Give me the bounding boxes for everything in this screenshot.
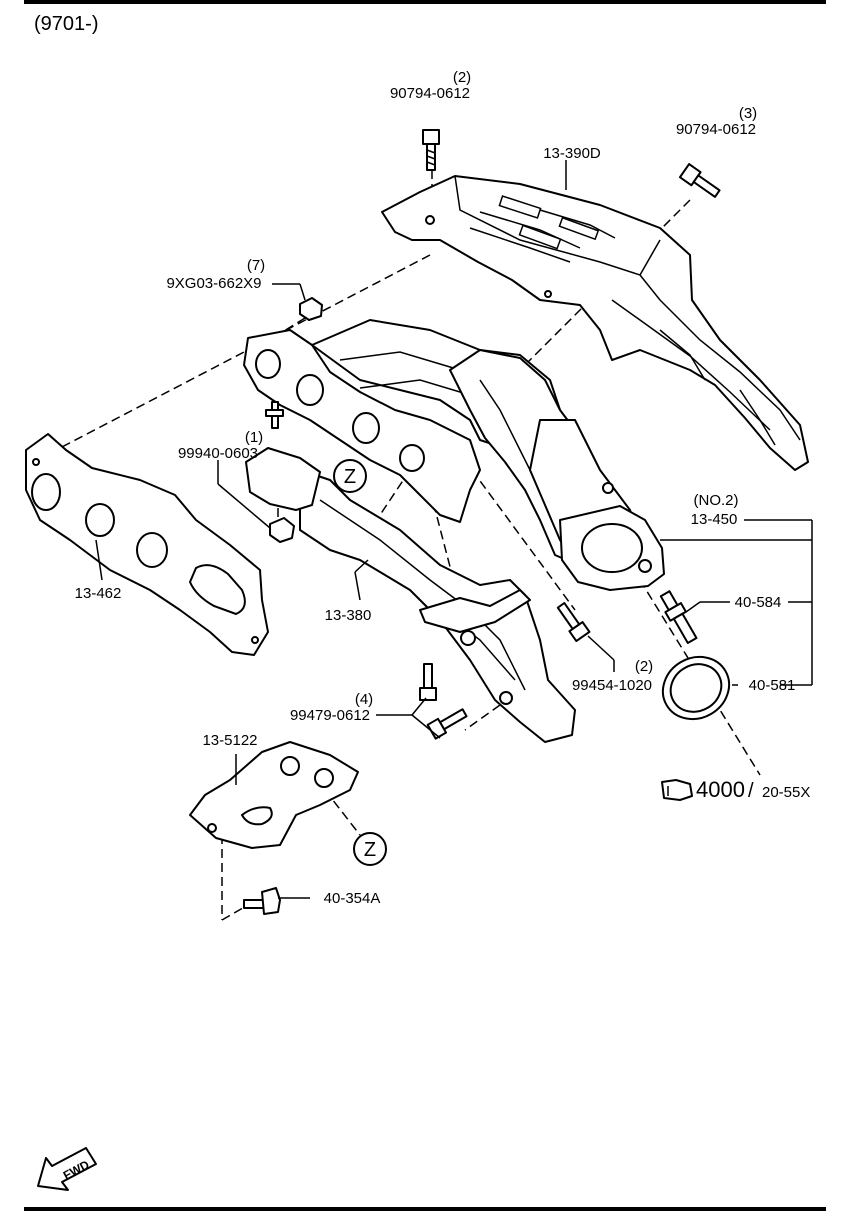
bolt-lower-qty: (2) [635,658,653,675]
o2-sensor-number: 40-584 [735,594,782,611]
manifold-gasket [25,433,269,656]
stud-qty: (1) [245,429,263,446]
gasket-number: 13-462 [75,585,122,602]
reference-code: 20-55X [762,784,810,801]
nut-icon [299,297,323,321]
lower-gasket-note: (NO.2) [694,492,739,509]
bolt-lower-icon [556,602,591,643]
bolt-right-qty: (3) [739,105,757,122]
exhaust-manifold [243,319,665,743]
leader-lines [95,160,813,899]
stud-icon [265,401,284,429]
lower-insulator-number: 13-5122 [202,732,257,749]
bolt-right-icon [678,163,721,198]
svg-text:Z: Z [364,839,376,861]
bolt-top-qty: (2) [453,69,471,86]
upper-heat-insulator [381,175,809,471]
reference-page: 4000 [696,777,745,802]
bolt-bottom-icon [243,887,281,915]
fwd-arrow-icon: FWD [37,1147,97,1191]
reference-slash: / [748,780,754,802]
o2-sensor-icon [659,590,698,644]
nut-number: 9XG03-662X9 [166,275,261,292]
bolt-bracket-number: 99479-0612 [290,707,370,724]
pointing-hand-icon [661,779,693,801]
bolt-bottom-number: 40-354A [324,890,381,907]
ring-gasket-number: 40-581 [749,677,796,694]
bolt-top-number: 90794-0612 [390,85,470,102]
reference-link[interactable]: 4000 / 20-55X [661,777,810,802]
bolt-lower-number: 99454-1020 [572,677,652,694]
manifold-number: 13-380 [325,607,372,624]
bolt-bracket-qty: (4) [355,691,373,708]
zone-marker-lower: Z [353,832,387,866]
bracket-bolt-upper-icon [419,663,437,701]
lower-insulator [189,741,359,849]
lower-gasket-number: 13-450 [691,511,738,528]
nut-qty: (7) [247,257,265,274]
stud-nut-icon [269,517,295,543]
svg-text:Z: Z [344,466,356,488]
stud-number: 99940-0603 [178,445,258,462]
part-labels: (2) 90794-0612 (3) 90794-0612 13-390D (7… [75,69,796,907]
zone-marker-upper: Z [333,459,367,493]
fasteners [243,129,731,915]
applicability-code: (9701-) [34,13,98,35]
upper-insulator-number: 13-390D [543,145,601,162]
bolt-right-number: 90794-0612 [676,121,756,138]
bolt-top-icon [422,129,440,171]
